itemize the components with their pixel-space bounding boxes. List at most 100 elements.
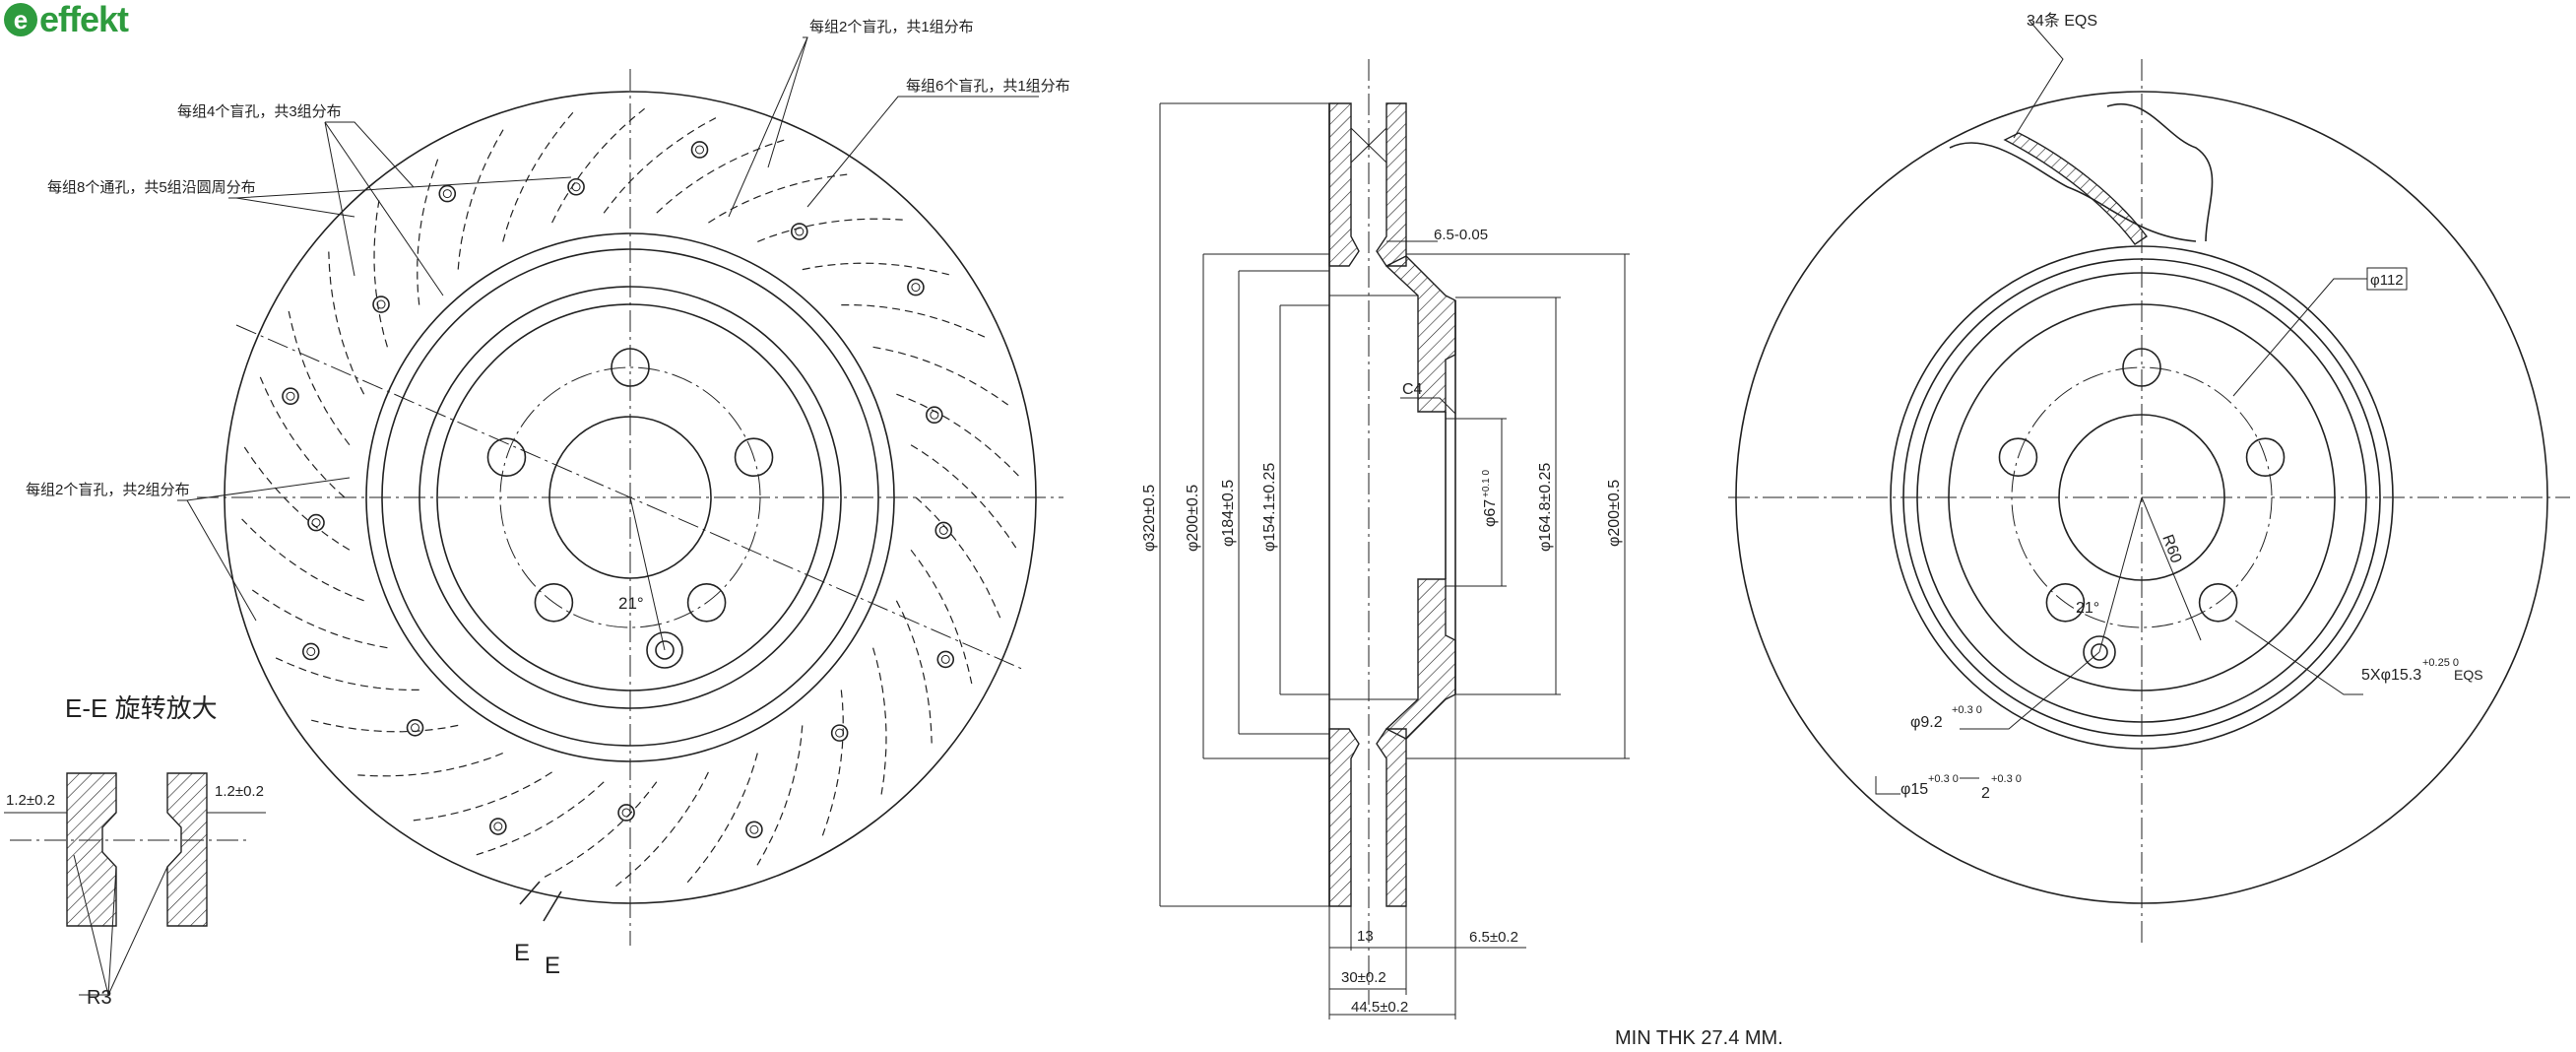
cbore-depth: 2 xyxy=(1981,785,1990,802)
pin-leader xyxy=(1960,651,2100,730)
drilled-hole-inner xyxy=(571,182,581,192)
vent-slot xyxy=(896,393,1019,477)
dim-200-right: φ200±0.5 xyxy=(1606,480,1623,547)
vent-slot xyxy=(502,111,574,242)
bolt-pcd-circle xyxy=(499,366,761,628)
dim-44: 44.5±0.2 xyxy=(1351,999,1408,1016)
vent-slot xyxy=(259,376,346,498)
bolt-holes-label: 5Xφ15.3 xyxy=(2361,667,2421,684)
hub-ring-1 xyxy=(1890,245,2394,750)
pin-hole-tol: +0.3 0 xyxy=(1952,704,1982,716)
dim-65: 6.5±0.2 xyxy=(1469,929,1518,946)
detail-view: E-E 旋转放大 1.2±0.2 1.2±0.2 R3 xyxy=(4,693,266,1009)
section-hat-bottom xyxy=(1385,578,1456,740)
hub-ring-2 xyxy=(1902,258,2381,737)
hub-view: 34条 EQS φ112 R60 21° 5Xφ15.3 +0.25 0 EQS… xyxy=(1728,12,2570,946)
center-bore xyxy=(548,416,712,579)
note-3-leader-c xyxy=(324,121,444,296)
hub-bolt-holes xyxy=(1998,348,2286,623)
vent-slot xyxy=(243,446,351,551)
vent-slot xyxy=(910,549,973,685)
drilled-hole xyxy=(307,513,325,532)
detail-left-half xyxy=(66,772,117,927)
vent-slot xyxy=(615,771,709,888)
drilled-hole-inner xyxy=(940,654,950,664)
section-arrow-2 xyxy=(543,890,562,922)
drilled-hole-inner xyxy=(938,525,948,535)
drilled-hole xyxy=(438,184,457,203)
detail-title: E-E 旋转放大 xyxy=(65,693,218,723)
dim-154: φ154.1±0.25 xyxy=(1261,463,1278,552)
drilled-hole-inner xyxy=(442,189,452,199)
drilled-hole xyxy=(567,177,585,196)
bolt-hole xyxy=(2122,348,2161,387)
vane-cut-edge-2 xyxy=(2106,103,2214,242)
hub-r60-ray xyxy=(2141,496,2202,641)
drilled-hole xyxy=(790,223,808,240)
front-view: 21° 每组2个盲孔，共1组分布 每组6个盲孔，共1组分布 每组4个盲孔，共3组… xyxy=(26,19,1070,979)
bolt-eqs: EQS xyxy=(2454,667,2483,683)
vent-slot xyxy=(686,753,758,884)
vent-slot xyxy=(328,251,365,395)
section-plate-tl xyxy=(1328,102,1360,267)
dim-13: 13 xyxy=(1357,928,1374,945)
drilled-hole-inner xyxy=(835,728,845,738)
note-1-leader xyxy=(767,36,808,168)
vane-cut-edge-1 xyxy=(1949,142,2197,242)
vent-slot xyxy=(311,719,459,733)
dim-outer: φ320±0.5 xyxy=(1141,485,1158,552)
disc-outer-edge xyxy=(224,91,1037,904)
pin-hole-label: φ9.2 xyxy=(1910,714,1943,731)
vent-slot xyxy=(656,139,785,214)
angle-ray xyxy=(629,496,666,651)
hub-pin-hole xyxy=(2083,635,2116,669)
drilled-hole xyxy=(301,642,320,661)
bolt-tol: +0.25 0 xyxy=(2422,657,2459,669)
vent-slot xyxy=(708,173,848,224)
vent-slots xyxy=(241,107,1019,888)
vent-slot xyxy=(373,200,388,348)
drilled-hole-inner xyxy=(493,822,503,831)
note-3-leader xyxy=(325,121,415,188)
drilled-hole xyxy=(282,387,299,406)
depth-tol: +0.3 0 xyxy=(1991,773,2022,785)
note-4-leader-b xyxy=(235,197,355,218)
vent-slot xyxy=(756,725,804,866)
vent-slot xyxy=(802,262,949,276)
vent-slot xyxy=(251,589,388,649)
hub-angle: 21° xyxy=(2076,600,2099,617)
drilled-hole xyxy=(907,278,925,296)
vent-slot xyxy=(417,159,439,305)
effekt-logo: e effekt xyxy=(4,0,129,39)
note-1: 每组2个盲孔，共1组分布 xyxy=(809,19,974,35)
drilled-hole-inner xyxy=(621,808,631,818)
dim-164: φ164.8±0.25 xyxy=(1537,463,1554,552)
front-angle-label: 21° xyxy=(618,594,644,613)
section-view: φ320±0.5 φ200±0.5 φ184±0.5 φ154.1±0.25 φ… xyxy=(1141,59,1783,1049)
radius-leader-2 xyxy=(107,866,168,996)
bolt-hole xyxy=(486,437,527,478)
note-3: 每组4个盲孔，共3组分布 xyxy=(177,103,342,120)
drilled-hole-inner xyxy=(930,410,939,420)
drilled-hole xyxy=(489,818,507,835)
radius-leader-3 xyxy=(73,854,109,996)
cbore-label: φ15 xyxy=(1900,781,1928,798)
hub-outer-edge xyxy=(1735,91,2548,904)
bolt-hole xyxy=(611,348,650,387)
vent-slot xyxy=(895,600,933,744)
chamfer-leader xyxy=(1400,397,1456,415)
dim-184: φ184±0.5 xyxy=(1220,480,1237,547)
bolt-hole xyxy=(2045,582,2086,623)
drilled-hole-inner xyxy=(911,283,921,293)
bolt-hole xyxy=(1998,437,2038,478)
hat-inner-ring xyxy=(436,303,824,691)
vent-slot xyxy=(603,117,717,214)
vent-slot xyxy=(241,518,364,602)
pin-hole xyxy=(646,631,683,669)
dim-top: 6.5-0.05 xyxy=(1434,227,1488,243)
cbore-symbol xyxy=(1875,776,1900,795)
drilled-hole xyxy=(690,141,709,159)
hub-pcd-circle xyxy=(2011,366,2273,628)
drilled-hole xyxy=(406,719,424,737)
vent-slot xyxy=(544,781,658,878)
